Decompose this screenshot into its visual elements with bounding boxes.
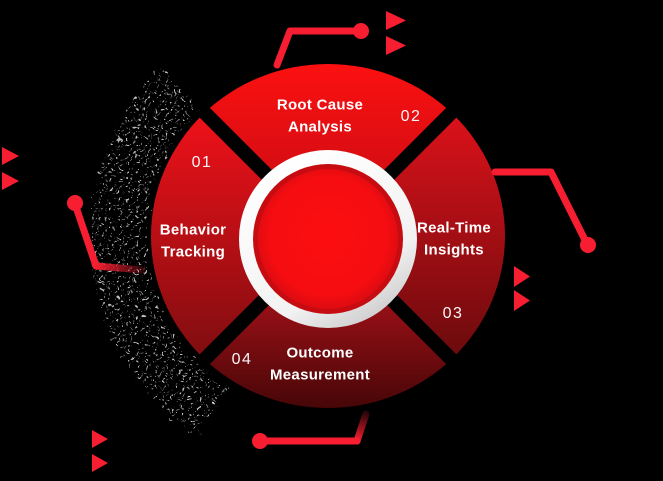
speckle-texture <box>90 67 229 436</box>
arrow-left-2-icon <box>2 172 19 190</box>
connector-bottom-dot <box>252 433 268 449</box>
arrow-right-1-icon <box>514 266 530 287</box>
arrow-bottom-left-1-icon <box>92 430 108 448</box>
center-circle <box>258 169 398 309</box>
arrow-bottom-left-2-icon <box>92 454 108 472</box>
arrow-top-right-1-icon <box>386 11 406 30</box>
segment-number-02: 02 <box>400 108 422 125</box>
center-hub <box>239 150 417 328</box>
arrow-right-2-icon <box>514 290 530 311</box>
segment-label-root-cause-analysis: Root Cause Analysis <box>276 96 364 135</box>
segment-label-real-time-insights: Real-Time Insights <box>416 219 492 258</box>
segment-number-01: 01 <box>191 154 213 171</box>
segment-label-behavior-tracking: Behavior Tracking <box>159 221 227 260</box>
segment-number-04: 04 <box>231 351 253 368</box>
connector-left <box>71 200 146 274</box>
connector-top <box>273 27 362 69</box>
segment-label-outcome-measurement: Outcome Measurement <box>269 344 370 383</box>
arrow-left-1-icon <box>2 147 19 165</box>
connector-top-dot <box>353 23 369 39</box>
connector-bottom-tail <box>353 410 370 445</box>
segment-number-03: 03 <box>442 305 464 322</box>
connector-right-dot <box>580 237 596 253</box>
connector-left-dot <box>67 195 83 211</box>
arrow-top-right-2-icon <box>386 36 406 55</box>
connector-right <box>491 168 591 248</box>
